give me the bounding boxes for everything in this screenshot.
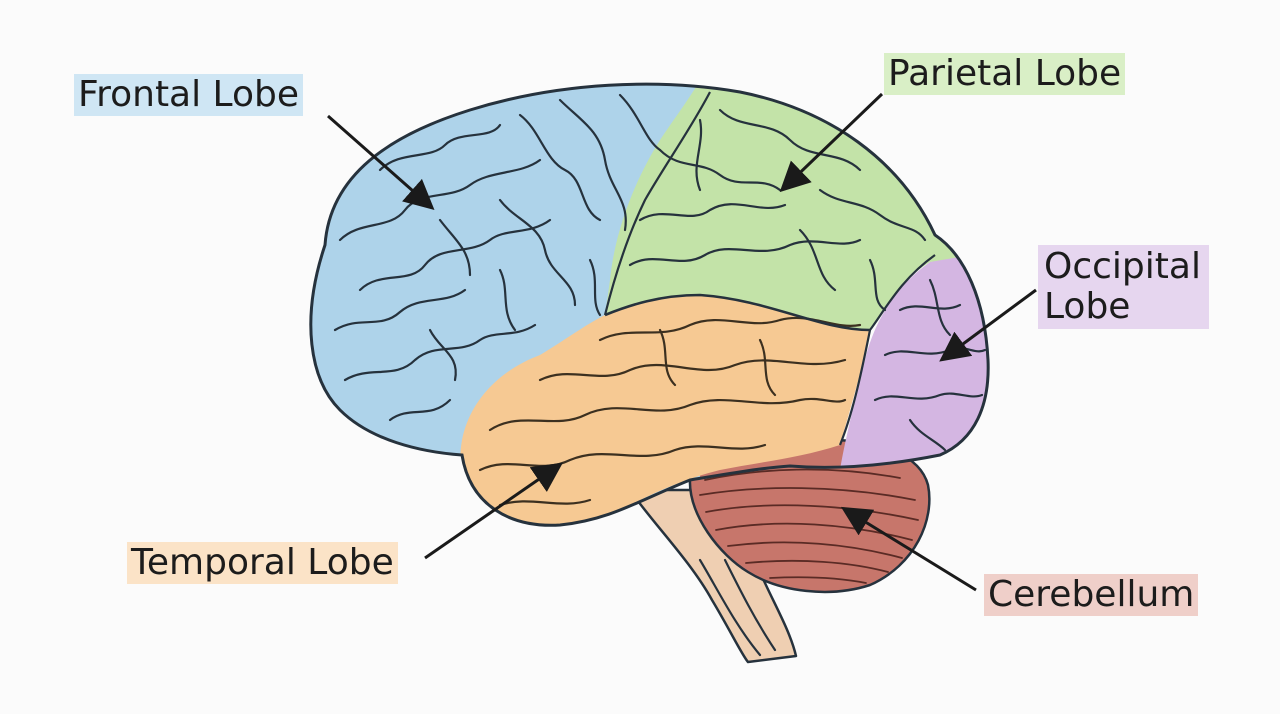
temporal-lobe-text: Temporal Lobe [131, 542, 394, 583]
cerebellum-label: Cerebellum [984, 574, 1199, 616]
occipital-lobe-text-line2: Lobe [1044, 286, 1131, 327]
frontal-arrow [327, 114, 435, 210]
frontal-gyri [333, 93, 662, 422]
cerebellum [688, 438, 931, 594]
parietal-lobe-text: Parietal Lobe [888, 53, 1122, 94]
temporal-arrow [424, 462, 563, 560]
temporal-lobe-label: Temporal Lobe [127, 542, 398, 584]
cerebellum-text: Cerebellum [988, 574, 1195, 615]
cerebellum-arrow [840, 506, 977, 592]
occipital-arrow [939, 288, 1037, 362]
parietal-lobe-label: Parietal Lobe [884, 53, 1126, 95]
occipital-lobe-label: Occipital Lobe [1038, 245, 1209, 329]
frontal-lobe-text: Frontal Lobe [78, 74, 300, 115]
parietal-arrow [779, 92, 884, 193]
brain-outline [309, 82, 990, 527]
occipital-lobe-text-line1: Occipital [1044, 246, 1201, 287]
frontal-lobe-label: Frontal Lobe [74, 74, 304, 116]
parietal-gyri [628, 108, 927, 312]
temporal-gyri [478, 316, 862, 507]
